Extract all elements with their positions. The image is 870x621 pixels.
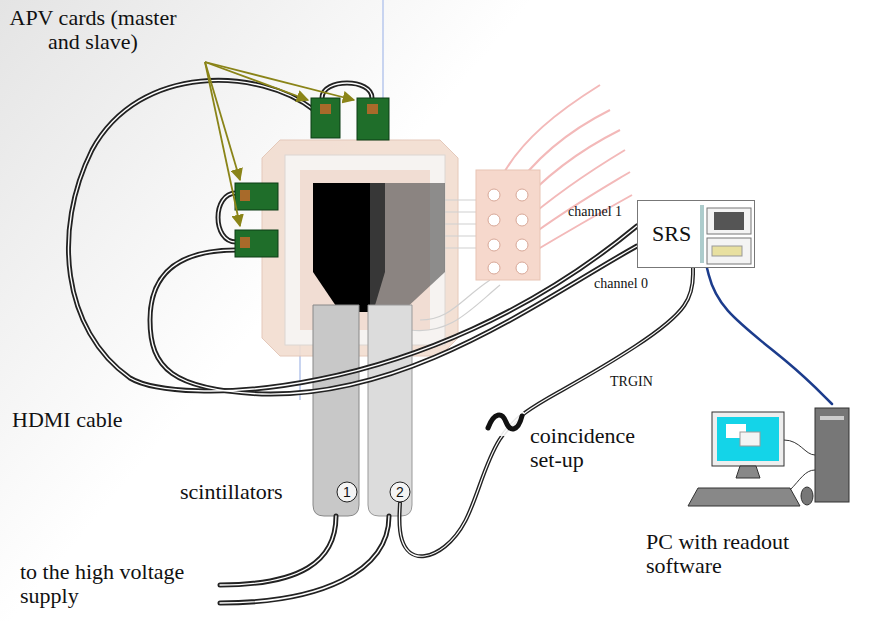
label: TRGIN (610, 374, 680, 389)
scintillator-number: 1 (336, 481, 358, 503)
scintillator (368, 305, 412, 516)
label: HDMI cable (12, 408, 182, 432)
label: channel 1 (568, 204, 648, 219)
node-text: SRS (652, 222, 691, 246)
drift-region (370, 183, 445, 312)
label: scintillators (180, 480, 308, 504)
label: channel 0 (594, 276, 674, 291)
node-text: 2 (389, 481, 411, 503)
patch-panel (476, 170, 540, 280)
label: APV cards (master and slave) (4, 6, 182, 54)
node-text: PC with readout software (646, 530, 816, 578)
pc-illustration (688, 408, 849, 506)
scintillator (313, 305, 359, 516)
srs-box: SRS (637, 200, 755, 268)
cable-connector (707, 268, 832, 404)
scintillator-number: 2 (389, 481, 411, 503)
leader-arrow (205, 62, 354, 226)
connectors (488, 189, 528, 274)
hdmi-cable (68, 80, 637, 603)
pc-station: PC with readout software (640, 404, 862, 584)
apv-card (235, 98, 389, 257)
coincidence-symbol (484, 412, 524, 436)
label: coincidence set-up (530, 424, 652, 472)
frame-border (285, 155, 445, 345)
label: to the high voltage supply (20, 560, 188, 608)
node-text: 1 (336, 481, 358, 503)
detector-frame (262, 140, 458, 356)
cable-connector (399, 268, 693, 556)
